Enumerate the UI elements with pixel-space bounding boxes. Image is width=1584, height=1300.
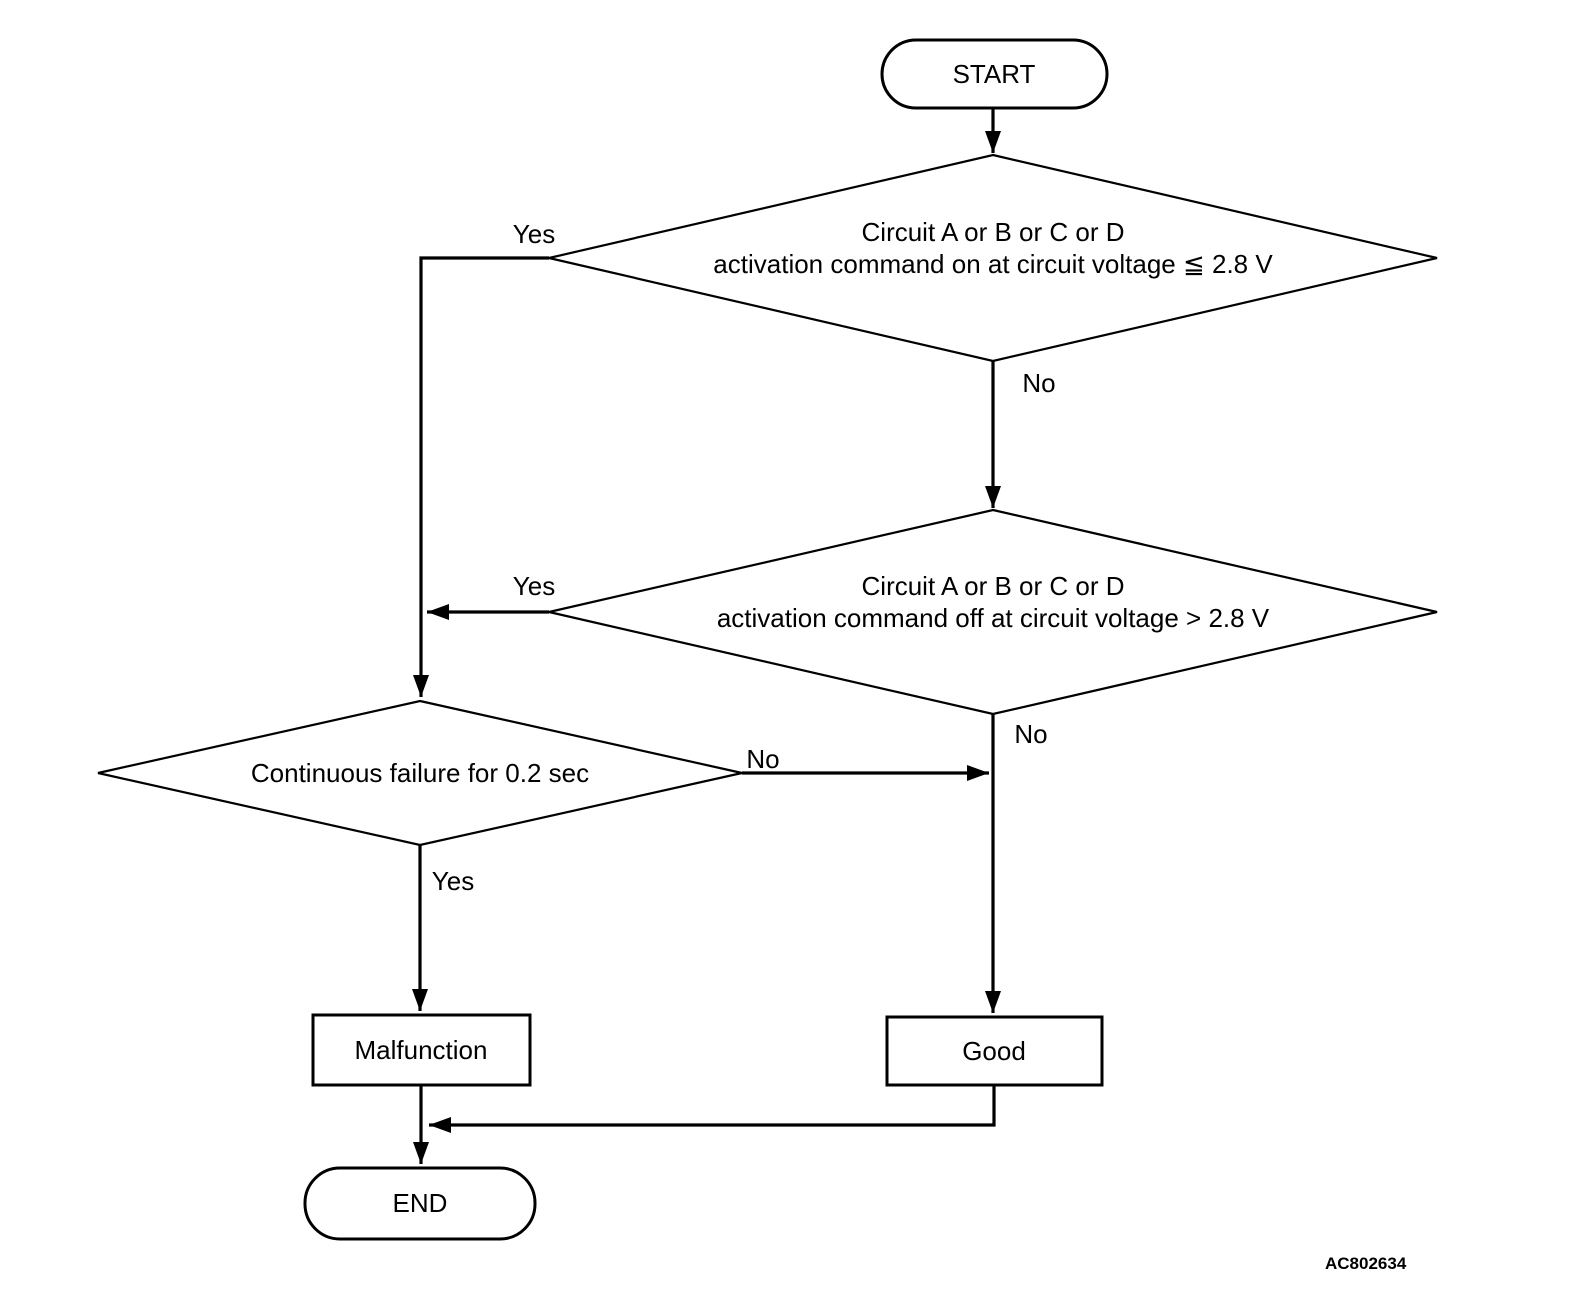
decision3-diamond-shape — [97, 699, 743, 847]
decision1-yes-label: Yes — [513, 219, 555, 249]
decision2-label-line1: Circuit A or B or C or D — [862, 571, 1125, 601]
decision1-label-line2: activation command on at circuit voltage… — [713, 249, 1273, 279]
decision2-yes-label: Yes — [513, 571, 555, 601]
decision3-label: Continuous failure for 0.2 sec — [251, 758, 589, 788]
decision1-no-label: No — [1022, 368, 1055, 398]
start-terminator-shape — [880, 38, 1109, 110]
malfunction-process-shape — [311, 1013, 532, 1087]
decision2-label-line2: activation command off at circuit voltag… — [717, 603, 1270, 633]
start-label: START — [953, 59, 1036, 89]
decision3-node: Continuous failure for 0.2 sec — [97, 699, 743, 847]
edge-decision1-yes — [413, 256, 549, 697]
decision2-diamond-shape — [548, 508, 1438, 716]
decision2-no-label: No — [1014, 719, 1047, 749]
end-node: END — [303, 1166, 537, 1241]
edge-good-to-junction — [429, 1085, 996, 1133]
end-label: END — [393, 1188, 448, 1218]
edge-labels: Yes No Yes No No Yes — [432, 219, 1056, 896]
decision1-node: Circuit A or B or C or D activation comm… — [548, 153, 1438, 363]
decision3-no-label: No — [746, 744, 779, 774]
flow-connectors — [412, 108, 1001, 1164]
good-process-shape — [885, 1015, 1104, 1087]
decision1-label-line1: Circuit A or B or C or D — [862, 217, 1125, 247]
good-label: Good — [962, 1036, 1026, 1066]
start-node: START — [880, 38, 1109, 110]
figure-code-label: AC802634 — [1325, 1254, 1407, 1273]
end-terminator-shape — [303, 1166, 537, 1241]
malfunction-label: Malfunction — [355, 1035, 488, 1065]
good-node: Good — [885, 1015, 1104, 1087]
decision1-diamond-shape — [548, 153, 1438, 363]
malfunction-node: Malfunction — [311, 1013, 532, 1087]
decision2-node: Circuit A or B or C or D activation comm… — [548, 508, 1438, 716]
decision3-yes-label: Yes — [432, 866, 474, 896]
